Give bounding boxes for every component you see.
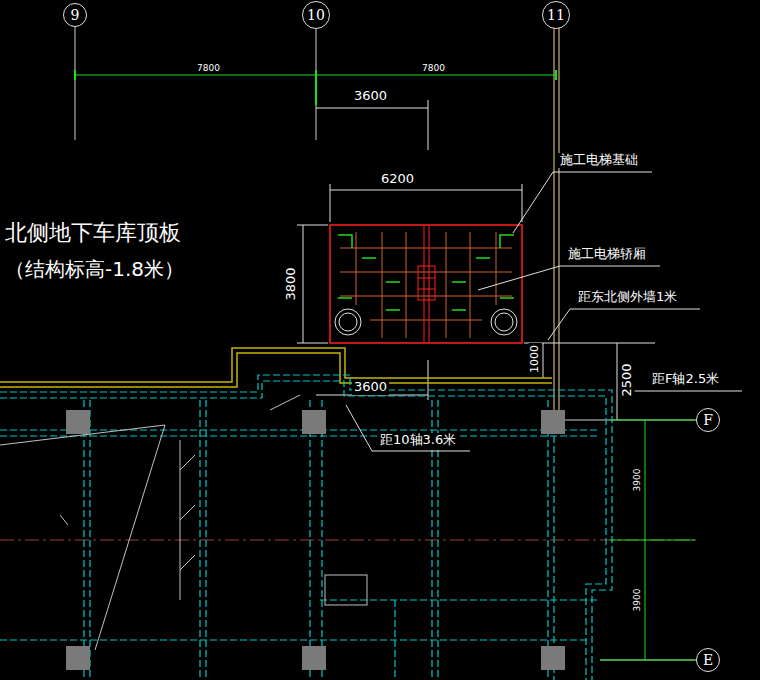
dimension: 7800	[195, 63, 222, 73]
dimension: 6200	[379, 172, 416, 187]
elevator-foundation	[330, 225, 522, 343]
axis-number: 9	[71, 8, 80, 22]
axis-number: 11	[547, 8, 565, 22]
dimension: 3600	[352, 380, 389, 395]
axis-bubble: 10	[302, 1, 330, 29]
axis-number: F	[703, 413, 713, 427]
columns	[66, 410, 565, 670]
axis-number: 10	[307, 8, 325, 22]
dimension: 1000	[529, 343, 542, 375]
grid-lines	[0, 27, 700, 660]
callout-text: 距10轴3.6米	[378, 433, 458, 448]
dimension: 3900	[632, 587, 642, 614]
axis-bubble: 9	[63, 3, 87, 27]
basement-outline	[0, 375, 612, 680]
axis-bubble: 11	[542, 1, 570, 29]
elevation-note: （结构标高-1.8米）	[3, 258, 186, 281]
dimension: 3900	[632, 467, 642, 494]
axis-bubble: E	[696, 648, 720, 672]
dimension: 3800	[284, 265, 299, 302]
leader-lines	[346, 172, 742, 451]
callout-text: 距F轴2.5米	[650, 372, 721, 387]
axis-number: E	[703, 653, 713, 667]
dimension: 7800	[420, 63, 447, 73]
callout-text: 施工电梯基础	[558, 153, 640, 168]
dimension: 2500	[620, 361, 635, 398]
callout-text: 距东北侧外墙1米	[576, 290, 679, 305]
axis-bubble: F	[696, 408, 720, 432]
dimension-lines	[75, 70, 695, 660]
stair-and-ramps	[0, 395, 367, 650]
area-title: 北侧地下车库顶板	[3, 220, 183, 245]
dimension: 3600	[352, 89, 389, 104]
callout-text: 施工电梯轿厢	[566, 247, 648, 262]
